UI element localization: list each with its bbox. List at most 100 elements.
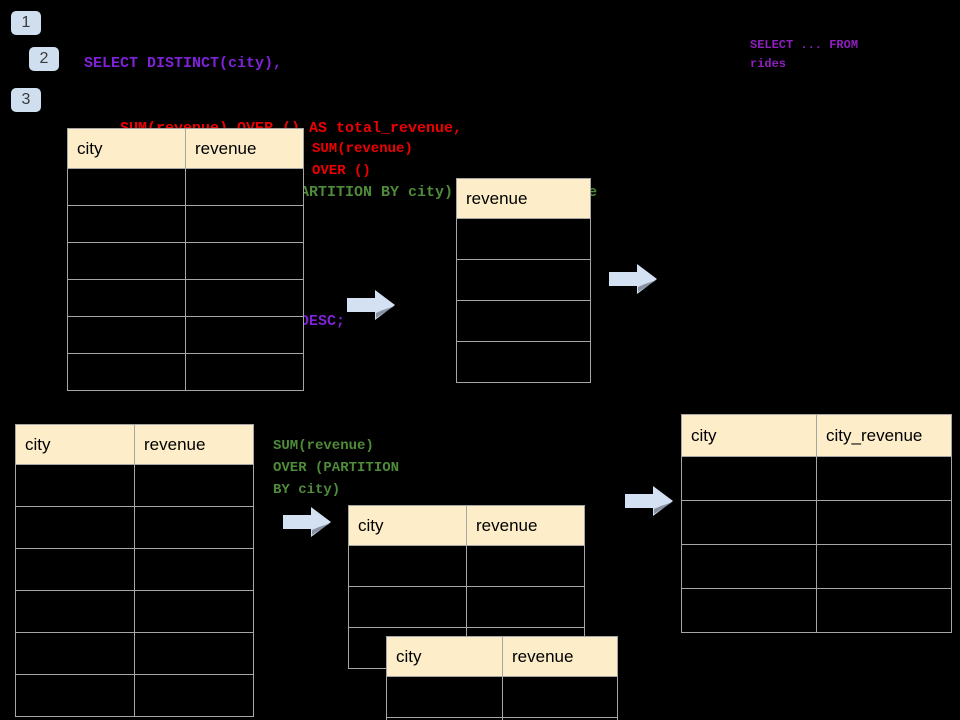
annotation-select-from: SELECT ... FROM rides: [750, 38, 859, 71]
table-row: [456, 341, 591, 383]
table-cell: [67, 316, 186, 354]
table-cell: [456, 341, 591, 383]
flow-arrow-right-icon: [281, 505, 333, 546]
table-cell: [134, 674, 254, 717]
table-cell: [67, 205, 186, 243]
table-row: [386, 676, 618, 718]
column-header-revenue: revenue: [466, 505, 585, 546]
table-cell: [466, 545, 585, 587]
table-cell: [134, 464, 254, 507]
table-cell: [67, 279, 186, 317]
table-row: [681, 456, 952, 501]
table-cell: [15, 632, 135, 675]
column-header-city: city: [348, 505, 467, 546]
table-row: [67, 205, 304, 243]
table-cell: [456, 300, 591, 342]
flow-arrow-right-icon: [623, 484, 675, 525]
table-row: [67, 353, 304, 391]
table-row: [15, 632, 254, 675]
table-row: [67, 242, 304, 280]
table-header-row: city revenue: [348, 505, 585, 546]
table-row: [456, 218, 591, 260]
column-header-revenue: revenue: [134, 424, 254, 465]
table-cell: [466, 586, 585, 628]
result-table: city city_revenue: [681, 414, 952, 633]
source-table-bottom: city revenue: [15, 424, 254, 717]
table-header-row: city revenue: [67, 128, 304, 169]
annotation-sum-over-partition: SUM(revenue) OVER (PARTITION BY city): [273, 438, 400, 498]
table-cell: [67, 242, 186, 280]
table-cell: [456, 218, 591, 260]
sql-line-1: SELECT DISTINCT(city),: [84, 55, 283, 72]
table-cell: [15, 590, 135, 633]
column-header-city: city: [15, 424, 135, 465]
table-row: [15, 674, 254, 717]
table-header-row: revenue: [456, 178, 591, 219]
table-cell: [816, 588, 952, 633]
step-badge-2: 2: [29, 47, 59, 71]
column-header-city: city: [386, 636, 503, 677]
table-cell: [185, 242, 304, 280]
table-row: [15, 590, 254, 633]
table-row: [15, 506, 254, 549]
table-cell: [386, 676, 503, 718]
table-cell: [15, 464, 135, 507]
table-row: [348, 586, 585, 628]
column-header-revenue: revenue: [456, 178, 591, 219]
column-header-city: city: [681, 414, 817, 457]
table-row: [681, 588, 952, 633]
table-header-row: city revenue: [386, 636, 618, 677]
table-row: [67, 279, 304, 317]
table-cell: [502, 717, 618, 720]
table-cell: [456, 259, 591, 301]
table-cell: [134, 506, 254, 549]
table-cell: [348, 545, 467, 587]
table-row: [456, 300, 591, 342]
table-cell: [348, 586, 467, 628]
table-cell: [816, 500, 952, 545]
table-cell: [681, 544, 817, 589]
table-cell: [502, 676, 618, 718]
column-header-revenue: revenue: [185, 128, 304, 169]
table-cell: [134, 590, 254, 633]
table-cell: [134, 548, 254, 591]
table-cell: [15, 674, 135, 717]
table-row: [681, 500, 952, 545]
table-cell: [134, 632, 254, 675]
step-badge-1: 1: [11, 11, 41, 35]
table-header-row: city revenue: [15, 424, 254, 465]
table-cell: [67, 168, 186, 206]
table-row: [681, 544, 952, 589]
table-cell: [185, 168, 304, 206]
table-row: [456, 259, 591, 301]
total-revenue-table: revenue: [456, 178, 591, 383]
table-cell: [681, 500, 817, 545]
partition-table-front: city revenue: [386, 636, 618, 720]
table-cell: [816, 544, 952, 589]
table-row: [348, 545, 585, 587]
step-badge-3: 3: [11, 88, 41, 112]
column-header-city-revenue: city_revenue: [816, 414, 952, 457]
table-cell: [681, 588, 817, 633]
flow-arrow-right-icon: [345, 288, 397, 329]
table-cell: [185, 205, 304, 243]
annotation-sum-over-empty: SUM(revenue) OVER (): [312, 141, 413, 179]
table-row: [67, 168, 304, 206]
column-header-revenue: revenue: [502, 636, 618, 677]
table-cell: [185, 279, 304, 317]
table-row: [67, 316, 304, 354]
table-cell: [185, 353, 304, 391]
table-cell: [681, 456, 817, 501]
table-cell: [185, 316, 304, 354]
table-cell: [15, 506, 135, 549]
table-row: [15, 548, 254, 591]
flow-arrow-right-icon: [607, 262, 659, 303]
table-cell: [816, 456, 952, 501]
source-table-top: city revenue: [67, 128, 304, 391]
table-header-row: city city_revenue: [681, 414, 952, 457]
column-header-city: city: [67, 128, 186, 169]
table-row: [386, 717, 618, 720]
table-cell: [15, 548, 135, 591]
table-cell: [67, 353, 186, 391]
